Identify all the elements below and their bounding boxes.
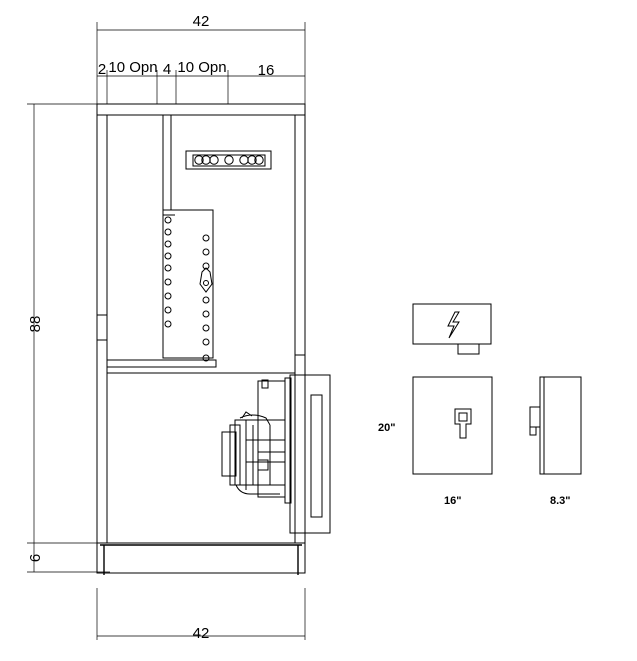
disconnect-height-label: 20"	[378, 422, 395, 434]
bottom-overall-dimension: 42	[96, 588, 306, 642]
top-width-label: 42	[193, 13, 210, 30]
top-seg-5-label: 16	[258, 62, 275, 79]
blower-assembly	[221, 374, 331, 534]
top-segment-dimensions: 2 10 Opn 4 10 Opn 16	[97, 59, 305, 104]
top-overall-dimension: 42	[96, 13, 306, 104]
bottom-width-label: 42	[193, 625, 210, 642]
left-height-dimension: 88 6	[27, 103, 110, 573]
disconnect-side-view: 8.3"	[529, 376, 582, 507]
disconnect-front-view: 20" 16"	[378, 376, 493, 507]
disconnect-depth-label: 8.3"	[550, 495, 571, 507]
top-seg-2-label: 10 Opn	[108, 59, 157, 76]
control-panel	[162, 209, 214, 362]
disconnect-handle-icon	[454, 408, 472, 439]
top-seg-3-label: 4	[163, 61, 171, 78]
lightning-bolt-icon	[447, 311, 460, 339]
disconnect-top-view	[412, 303, 492, 355]
top-seg-1-label: 2	[98, 61, 106, 78]
cabinet	[96, 103, 306, 544]
relay-icon	[199, 267, 213, 293]
base-height-label: 6	[27, 554, 44, 562]
height-label: 88	[27, 316, 44, 333]
top-seg-4-label: 10 Opn	[177, 59, 226, 76]
terminal-strip	[185, 150, 272, 170]
cabinet-base	[96, 542, 306, 575]
disconnect-width-label: 16"	[444, 495, 461, 507]
